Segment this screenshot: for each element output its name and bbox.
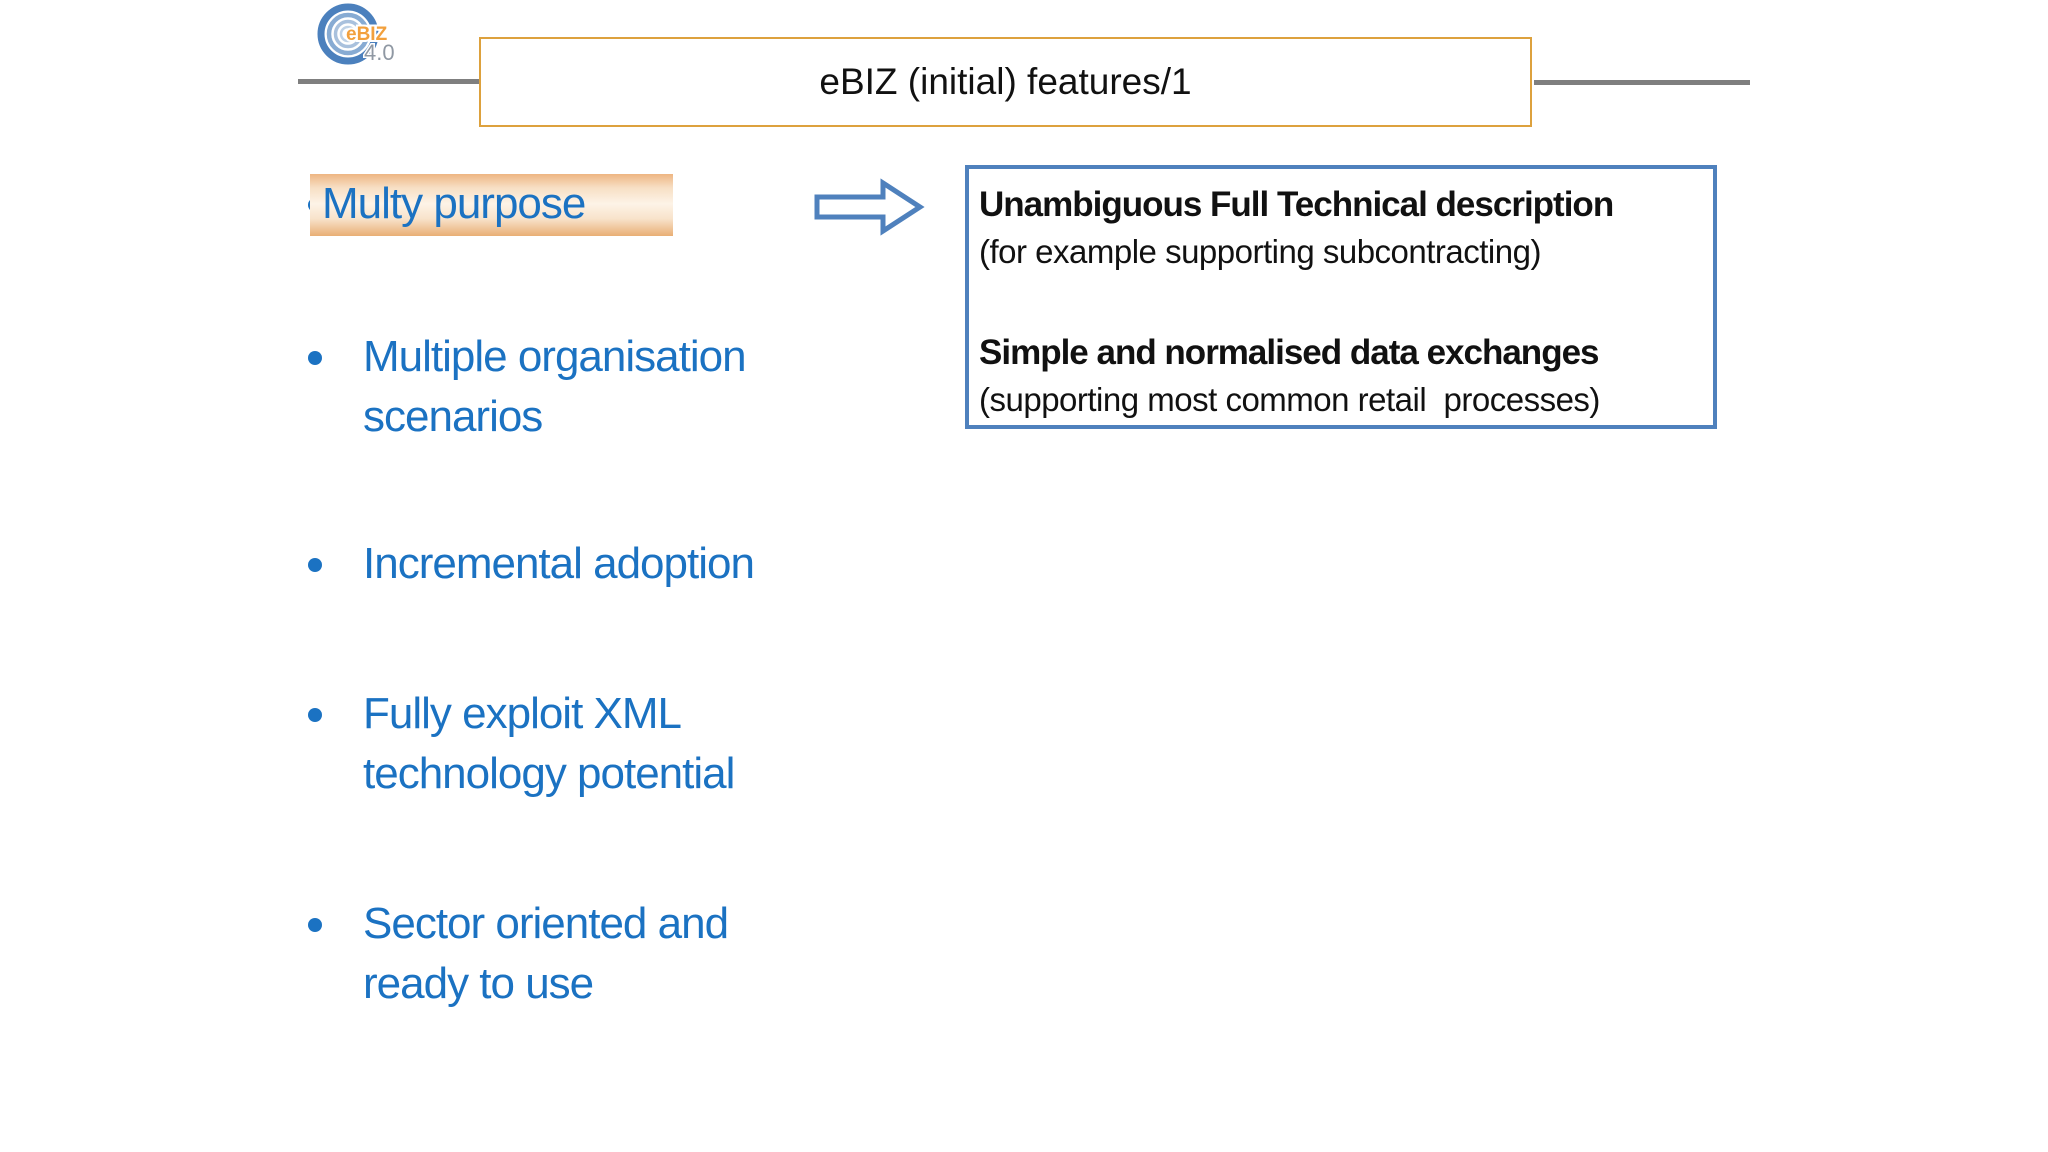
bullet-item-multiple-organisation: Multiple organisation scenarios <box>308 327 747 447</box>
slide-title-box: eBIZ (initial) features/1 <box>479 37 1532 127</box>
right-arrow-icon <box>814 178 925 236</box>
ebiz-logo: eBIZ 4.0 <box>317 3 396 67</box>
bullet-icon <box>308 708 322 722</box>
header-divider-left <box>298 79 480 84</box>
bullet-item-incremental-adoption: Incremental adoption <box>308 534 755 594</box>
logo-brand-text: eBIZ <box>346 24 388 45</box>
bullet-label: Fully exploit XML technology potential <box>363 689 735 798</box>
bullet-item-exploit-xml: Fully exploit XML technology potential <box>308 684 735 804</box>
bullet-label-highlighted: Multy purpose <box>310 174 674 236</box>
bullet-label: Sector oriented and ready to use <box>363 899 729 1008</box>
callout-heading: Simple and normalised data exchanges <box>979 333 1600 372</box>
logo-spiral-ring-3 <box>333 19 363 49</box>
bullet-icon <box>308 918 322 932</box>
callout-section-data-exchanges: Simple and normalised data exchanges (su… <box>979 329 1705 423</box>
logo-spiral-ring-outer <box>317 3 379 65</box>
logo-spiral-ring-2 <box>326 12 370 56</box>
callout-note: (for example supporting subcontracting) <box>979 233 1541 270</box>
callout-section-technical-description: Unambiguous Full Technical description (… <box>979 181 1705 275</box>
page-title: eBIZ (initial) features/1 <box>819 61 1192 102</box>
right-arrow-shape <box>814 178 925 236</box>
logo-spiral-ring-4 <box>339 25 357 43</box>
bullet-item-sector-oriented: Sector oriented and ready to use <box>308 894 729 1014</box>
feature-callout-box: Unambiguous Full Technical description (… <box>965 165 1717 429</box>
bullet-label: Incremental adoption <box>363 539 755 588</box>
bullet-icon <box>308 558 322 572</box>
bullet-item-multy-purpose: Multy purpose <box>308 174 674 236</box>
header-divider-right <box>1534 80 1750 85</box>
bullet-label: Multiple organisation scenarios <box>363 332 747 441</box>
bullet-icon <box>308 351 322 365</box>
callout-heading: Unambiguous Full Technical description <box>979 185 1614 224</box>
logo-version-text: 4.0 <box>364 40 395 65</box>
callout-note: (supporting most common retail processes… <box>979 381 1600 418</box>
